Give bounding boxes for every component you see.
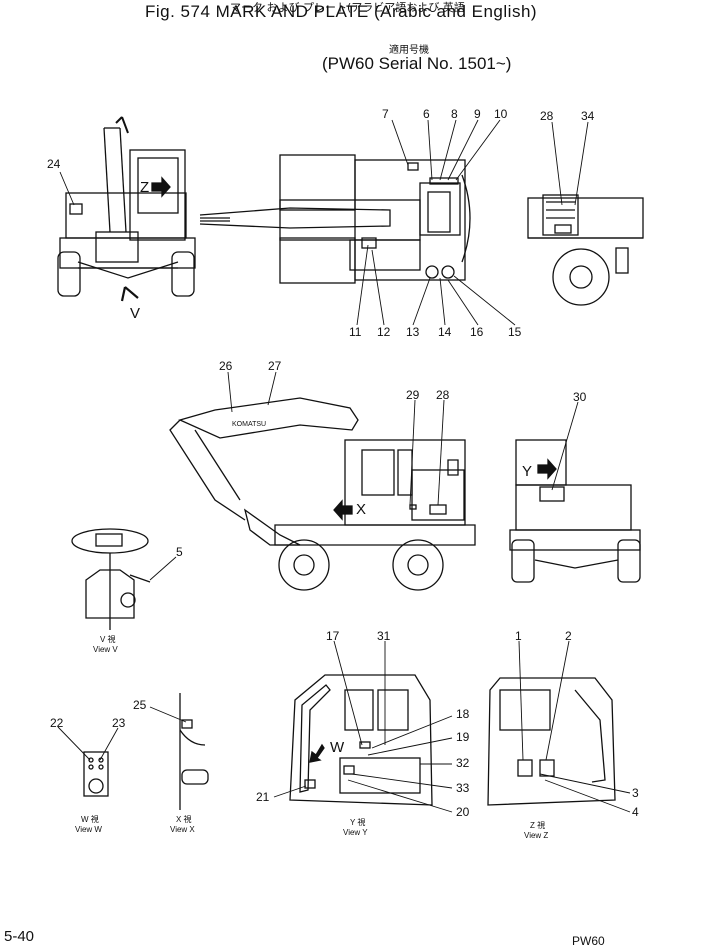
callout-32: 32 [456, 756, 470, 770]
x-arrow-inset: X [333, 499, 366, 521]
z-arrow-inset: Z [140, 176, 171, 198]
callout-17: 17 [326, 629, 340, 643]
view-y-label: View Y [343, 828, 368, 837]
callout-10: 10 [494, 107, 508, 121]
callout-15: 15 [508, 325, 522, 339]
callout-16: 16 [470, 325, 484, 339]
figure-title: Fig. 574 MARK AND PLATE (Arabic and Engl… [145, 2, 538, 21]
callout-3: 3 [632, 786, 639, 800]
callout-18: 18 [456, 707, 470, 721]
z-arrow-letter: Z [140, 179, 149, 196]
view-x-detail [179, 693, 209, 810]
callout-26: 26 [219, 359, 233, 373]
callout-28-main: 28 [436, 388, 450, 402]
callout-4: 4 [632, 805, 639, 819]
callout-11: 11 [349, 325, 362, 339]
callout-20: 20 [456, 805, 470, 819]
top-view-machine [199, 154, 471, 284]
page-number: 5-40 [4, 928, 35, 945]
rear-view-machine [509, 439, 641, 583]
callout-29: 29 [406, 388, 420, 402]
callout-30: 30 [573, 390, 587, 404]
view-z-detail [487, 677, 616, 806]
callout-28-top: 28 [540, 109, 554, 123]
view-x-label: View X [170, 825, 195, 834]
callout-7: 7 [382, 107, 389, 121]
view-w-label-jp: W 視 [81, 815, 99, 824]
y-arrow-letter: Y [522, 463, 532, 480]
serial-number-line: (PW60 Serial No. 1501~) [322, 54, 512, 73]
y-arrow-inset: Y [522, 458, 557, 480]
w-arrow-inset: W [309, 739, 345, 763]
callout-13: 13 [406, 325, 420, 339]
view-v-detail [71, 528, 151, 630]
v-arrow-letter: V [130, 305, 140, 322]
view-v-label: View V [93, 645, 118, 654]
callout-5: 5 [176, 545, 183, 559]
callout-25: 25 [133, 698, 147, 712]
view-y-label-jp: Y 視 [350, 818, 365, 827]
view-w-detail [83, 751, 109, 797]
callout-9: 9 [474, 107, 481, 121]
callout-12: 12 [377, 325, 391, 339]
view-labels: V 視 View V W 視 View W X 視 View X Y 視 Vie… [75, 635, 548, 840]
model-code: PW60 [572, 934, 605, 948]
callout-leader-lines [57, 119, 631, 813]
callout-34: 34 [581, 109, 595, 123]
front-view-machine [57, 127, 196, 297]
callout-2: 2 [565, 629, 572, 643]
callout-31: 31 [377, 629, 391, 643]
callout-19: 19 [456, 730, 470, 744]
callout-numbers: 24 7 6 8 9 10 28 34 11 12 13 14 16 15 26… [47, 107, 639, 819]
callout-22: 22 [50, 716, 64, 730]
callout-6: 6 [423, 107, 430, 121]
callout-23: 23 [112, 716, 126, 730]
view-v-label-jp: V 視 [100, 635, 116, 644]
main-side-view-machine: KOMATSU [169, 397, 476, 591]
view-x-label-jp: X 視 [176, 815, 192, 824]
callout-14: 14 [438, 325, 452, 339]
callout-33: 33 [456, 781, 470, 795]
callout-21: 21 [256, 790, 270, 804]
serial-label-japanese: 適用号機 [389, 45, 429, 56]
callout-27: 27 [268, 359, 282, 373]
callout-1: 1 [515, 629, 522, 643]
callout-8: 8 [451, 107, 458, 121]
w-arrow-letter: W [330, 739, 345, 756]
view-z-label: View Z [524, 831, 548, 840]
boom-lettering: KOMATSU [232, 421, 266, 428]
figure-title-japanese: マーク および プレート(アラビア語および 英語 [230, 1, 465, 14]
rear-side-view-machine [527, 194, 644, 306]
view-y-detail [289, 674, 433, 806]
view-z-label-jp: Z 視 [530, 821, 545, 830]
x-arrow-letter: X [356, 501, 366, 518]
view-w-label: View W [75, 825, 102, 834]
callout-24: 24 [47, 157, 61, 171]
